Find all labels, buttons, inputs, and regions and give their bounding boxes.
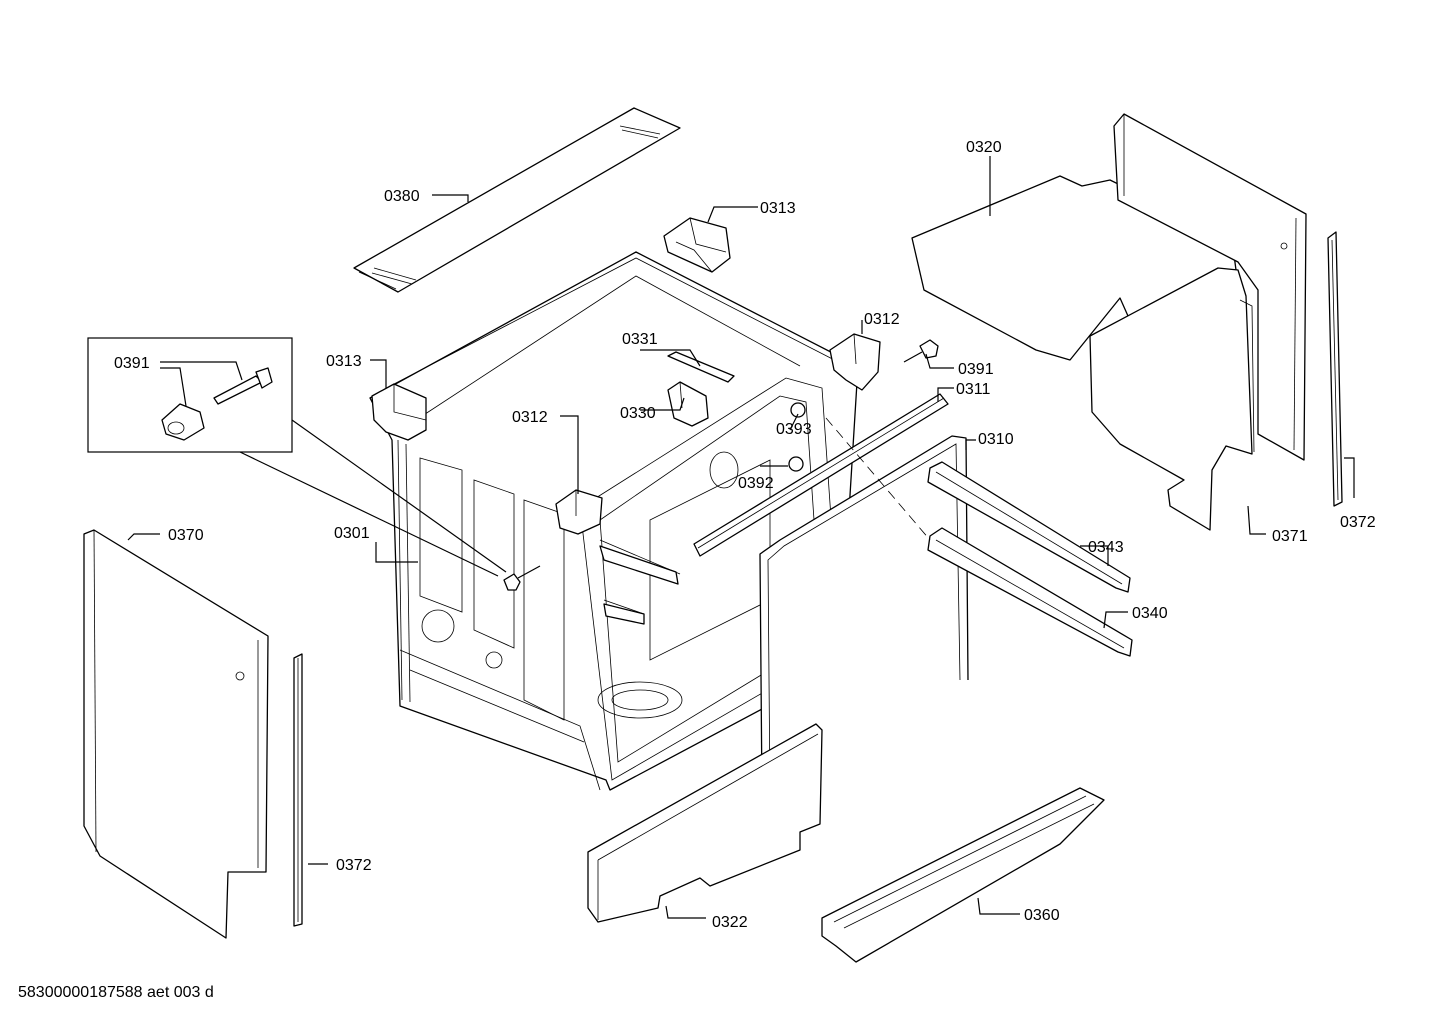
leader-lines: [127, 156, 1355, 919]
label-0371: 0371: [1272, 528, 1308, 545]
part-0312-bracket-left: [555, 489, 603, 535]
part-0391-screw-tub: [503, 565, 541, 591]
label-0391-right: 0391: [958, 361, 994, 378]
label-0310: 0310: [978, 431, 1014, 448]
assembly-dashed-line: [825, 417, 931, 541]
part-0391-screw-right: [903, 339, 939, 363]
part-0322-insulation-block: [587, 723, 823, 923]
part-0372-trim-right: [1327, 231, 1343, 507]
label-0380: 0380: [384, 188, 420, 205]
part-0340-rail: [927, 527, 1133, 657]
part-0330-latch-body: [667, 381, 709, 427]
part-0392: [788, 456, 804, 472]
part-0393: [790, 402, 806, 418]
label-0330: 0330: [620, 405, 656, 422]
label-0331: 0331: [622, 331, 658, 348]
label-0360: 0360: [1024, 907, 1060, 924]
label-0343: 0343: [1088, 539, 1124, 556]
label-0320: 0320: [966, 139, 1002, 156]
part-0331-latch-strip: [667, 351, 735, 383]
part-0372-trim-left: [293, 653, 303, 927]
part-0371-side-shield: [1089, 267, 1255, 531]
part-0313-bracket-top: [663, 217, 731, 273]
part-0312-bracket-right: [829, 333, 881, 391]
part-0380-top-plate: [353, 107, 681, 293]
part-0311-door-seal: [693, 393, 949, 557]
part-0301-tub: [369, 251, 859, 791]
label-0322: 0322: [712, 914, 748, 931]
detail-inset-0391: [87, 337, 507, 577]
part-0343-rail: [927, 461, 1131, 593]
label-0391-inset: 0391: [114, 355, 150, 372]
part-0360-plinth: [821, 787, 1105, 963]
label-0312-right: 0312: [864, 311, 900, 328]
part-back-side-panel: [1113, 113, 1307, 461]
label-0392: 0392: [738, 475, 774, 492]
label-0313-top: 0313: [760, 200, 796, 217]
label-0372-left: 0372: [336, 857, 372, 874]
label-0340: 0340: [1132, 605, 1168, 622]
label-0301: 0301: [334, 525, 370, 542]
label-0370: 0370: [168, 527, 204, 544]
part-tub-basket-rails: [599, 545, 679, 625]
label-0311: 0311: [956, 381, 991, 398]
part-0313-bracket-left: [371, 383, 427, 441]
part-labels: 0380 0313 0320 0313 0391 0331 0330 0312 …: [114, 139, 1376, 931]
label-0313-left: 0313: [326, 353, 362, 370]
label-0393: 0393: [776, 421, 812, 438]
label-0372-right: 0372: [1340, 514, 1376, 531]
label-0312-left: 0312: [512, 409, 548, 426]
part-0370-side-panel: [83, 529, 269, 939]
drawing-id: 58300000187588 aet 003 d: [18, 984, 214, 1001]
